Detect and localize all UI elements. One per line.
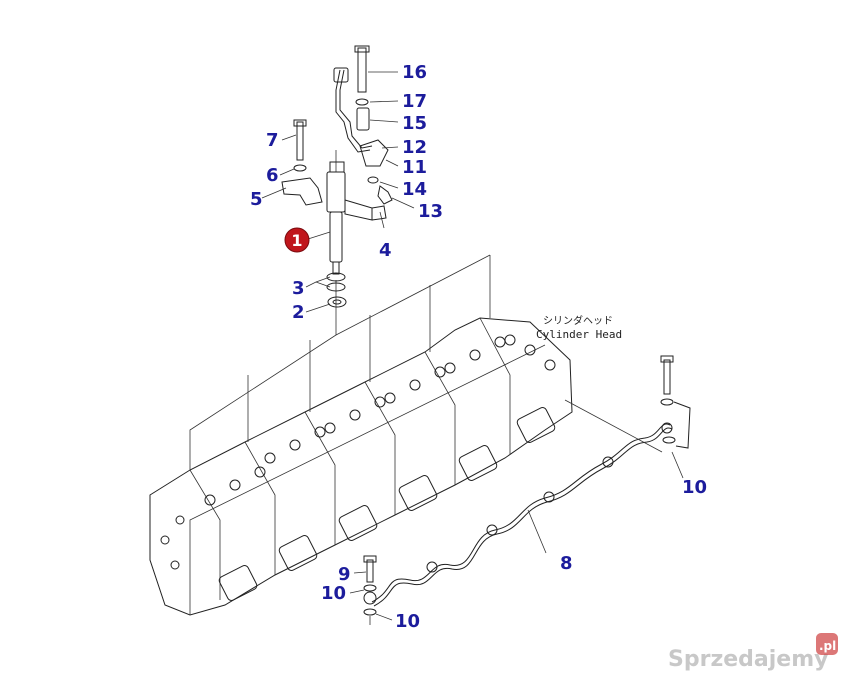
callout-8: 8 xyxy=(560,553,573,574)
callout-10-bottom: 10 xyxy=(395,611,420,632)
callout-3: 3 xyxy=(292,278,305,299)
watermark-brand: Sprzedajemy xyxy=(668,647,829,672)
callout-11: 11 xyxy=(402,157,427,178)
callout-6: 6 xyxy=(266,165,279,186)
cylinder-head-assembly xyxy=(149,317,573,616)
highlighted-part-badge: 1 xyxy=(284,227,310,253)
callout-13: 13 xyxy=(418,201,443,222)
callout-5: 5 xyxy=(250,189,263,210)
callout-10-right: 10 xyxy=(682,477,707,498)
callout-1: 1 xyxy=(291,231,302,250)
callout-2: 2 xyxy=(292,302,305,323)
harness-and-connector xyxy=(333,45,393,229)
callout-12: 12 xyxy=(402,137,427,158)
callout-9: 9 xyxy=(338,564,351,585)
callout-14: 14 xyxy=(402,179,427,200)
callout-10-left: 10 xyxy=(321,583,346,604)
watermark: Sprzedajemy .pl xyxy=(668,633,838,672)
injector-leader-lines xyxy=(189,254,491,470)
cylinder-head-label-jp: シリンダヘッド xyxy=(543,314,613,327)
callout-7: 7 xyxy=(266,130,279,151)
callout-16: 16 xyxy=(402,62,427,83)
cylinder-head-label-en: Cylinder Head xyxy=(536,328,622,341)
seal-rings xyxy=(326,272,347,308)
callout-15: 15 xyxy=(402,113,427,134)
callout-4: 4 xyxy=(379,240,392,261)
watermark-suffix: .pl xyxy=(819,639,836,653)
injector-clamp xyxy=(281,119,323,206)
fuel-injector xyxy=(326,150,387,275)
callout-17: 17 xyxy=(402,91,427,112)
fuel-return-pipe xyxy=(363,355,691,625)
callout-leaders xyxy=(261,71,684,621)
